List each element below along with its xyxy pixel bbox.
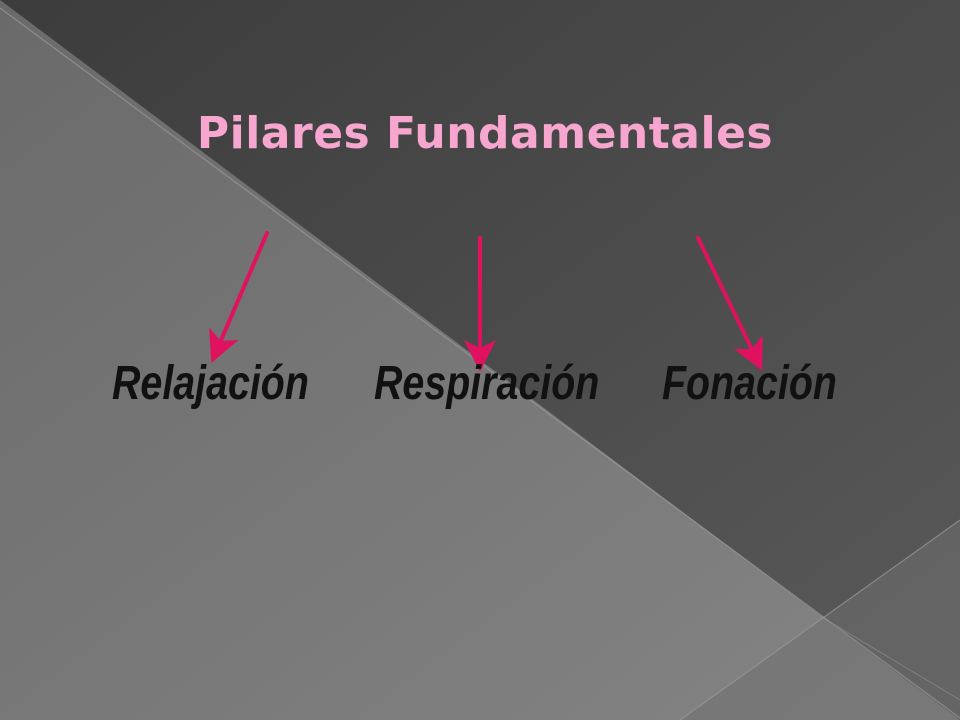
corner-line	[679, 519, 960, 720]
arrow-to-relajacion	[209, 231, 269, 364]
corner-line-2	[819, 615, 960, 701]
pillar-label-respiracion: Respiración	[374, 357, 600, 410]
slide-title: Pilares Fundamentales	[196, 108, 774, 159]
pillar-label-relajacion: Relajación	[112, 357, 309, 410]
arrow-to-fonacion	[696, 236, 763, 371]
pillar-label-fonacion: Fonación	[662, 357, 837, 410]
